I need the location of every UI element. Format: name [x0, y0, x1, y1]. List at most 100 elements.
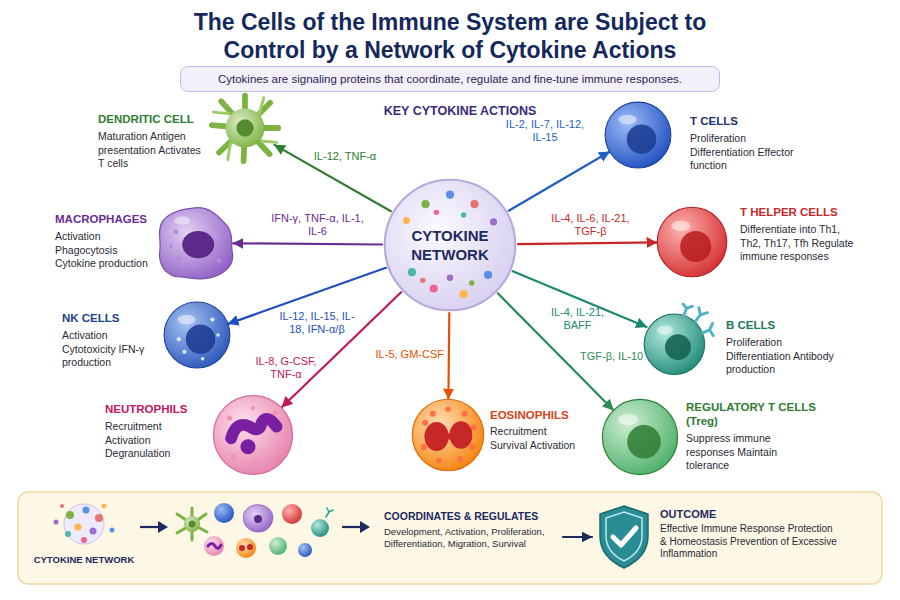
network-dots [95, 514, 103, 522]
cell-heading: MACROPHAGES [55, 212, 155, 226]
network-dots [65, 531, 71, 537]
cell-cluster [184, 516, 200, 532]
node-shape [272, 411, 277, 416]
cell-cluster [269, 537, 287, 555]
node-shape [430, 411, 436, 417]
node-shape [657, 207, 727, 277]
node-shape [216, 333, 220, 337]
cell-node: MACROPHAGESActivation Phagocytosis Cytok… [155, 203, 235, 283]
node-shape [627, 125, 656, 154]
cell-heading: B CELLS [726, 318, 846, 332]
summary-heading: COORDINATES & REGULATES [384, 510, 562, 523]
cell-cluster [247, 544, 253, 550]
network-dots [64, 504, 104, 544]
node-shape [174, 217, 190, 225]
node-shape [236, 119, 253, 136]
node-shape [695, 308, 707, 322]
flow-arrow [158, 521, 168, 533]
cytokine-label: IL-12, IL-15, IL-18, IFN-α/β [272, 310, 362, 336]
node-shape [421, 444, 427, 450]
title: The Cells of the Immune System are Subje… [150, 8, 750, 64]
node-shape [403, 217, 410, 224]
summary-group: CYTOKINE NETWORK [30, 500, 138, 574]
cell-cluster [177, 508, 207, 540]
node-shape [461, 212, 466, 217]
cell-cluster [311, 519, 329, 537]
cell-cluster [204, 536, 224, 556]
network-dots [54, 520, 59, 525]
node-shape [421, 407, 477, 464]
node-shape [644, 314, 704, 374]
node-shape [201, 357, 205, 361]
cell-node: DENDRITIC CELLMaturation Antigen present… [209, 92, 281, 164]
cell-cluster [239, 545, 245, 551]
node-shape [408, 268, 416, 276]
cytokine-label: IL-4, IL-6, IL-21, TGF-β [548, 212, 633, 238]
node-shape [217, 258, 222, 263]
cell-heading: T CELLS [690, 114, 800, 128]
cell-description: Recruitment Activation Degranulation [105, 420, 205, 461]
cell-cluster [298, 543, 312, 557]
node-shape [227, 406, 282, 466]
flow-arrow [140, 526, 160, 528]
flow-arrow [140, 521, 168, 533]
node-shape [680, 231, 711, 262]
node-shape [490, 218, 497, 225]
connector-arrow [518, 242, 657, 244]
node-shape [457, 456, 463, 462]
cell-node: B CELLSProliferation Differentiation Ant… [642, 304, 714, 376]
node-shape [657, 326, 673, 335]
connector-arrow [509, 152, 610, 211]
node-shape [277, 448, 282, 453]
node-shape [702, 323, 713, 335]
node-shape [605, 102, 671, 168]
node-shape [445, 407, 450, 412]
cell-description: Activation Cytotoxicity IFN-γ production [62, 329, 162, 370]
outcome-group: OUTCOMEEffective Immune Response Protect… [592, 500, 862, 574]
cell-description: Differentiate into Th1, Th2, Th17, Tfh R… [740, 223, 860, 264]
cell-cluster [189, 521, 196, 528]
node-shape [226, 109, 265, 148]
node-shape [155, 203, 235, 283]
flow-arrow [342, 521, 370, 533]
node-shape [169, 244, 173, 248]
network-dots [102, 504, 107, 509]
connector-arrow [447, 313, 450, 399]
hub-label: CYTOKINE NETWORK [400, 226, 500, 264]
node-shape [385, 180, 516, 311]
node-shape [421, 200, 429, 208]
node-shape [434, 210, 439, 215]
node-shape [460, 290, 468, 298]
cytokine-label: IL-8, G-CSF, TNF-α [250, 355, 322, 381]
node-shape [213, 112, 229, 113]
summary-text: Development, Activation, Proliferation, … [384, 526, 562, 550]
node-shape [410, 397, 486, 473]
node-shape [212, 96, 278, 162]
cell-cluster [243, 505, 272, 532]
node-shape [683, 304, 713, 336]
connector-arrow [563, 536, 592, 538]
node-shape [240, 439, 255, 454]
summary-group: COORDINATES & REGULATES Development, Acti… [378, 500, 563, 574]
node-shape [177, 315, 195, 325]
subtitle-text: Cytokines are signaling proteins that co… [181, 67, 719, 91]
connector-arrow [513, 271, 647, 327]
cell-heading: NEUTROPHILS [105, 402, 205, 416]
outcome-heading: OUTCOME [660, 508, 855, 521]
node-shape [173, 229, 178, 234]
node-shape [600, 397, 680, 477]
node-shape [602, 399, 677, 474]
cell-node: NK CELLSActivation Cytotoxicity IFN-γ pr… [162, 300, 232, 370]
cytokine-label: TGF-β, IL-10 [580, 350, 660, 363]
cell-heading: DENDRITIC CELL [98, 112, 206, 126]
node-shape [176, 256, 182, 262]
cell-description: Maturation Antigen presentation Activate… [98, 130, 206, 171]
node-shape [182, 350, 186, 354]
node-shape [382, 177, 518, 313]
cell-node: REGULATORY T CELLS (Treg)Suppress immune… [600, 397, 680, 477]
cell-node: EOSINOPHILSRecruitment Survival Activati… [410, 397, 486, 473]
network-dots [54, 504, 115, 545]
cell-cluster [236, 538, 256, 558]
cytokine-label: IL-4, IL-21, BAFF [540, 306, 615, 332]
